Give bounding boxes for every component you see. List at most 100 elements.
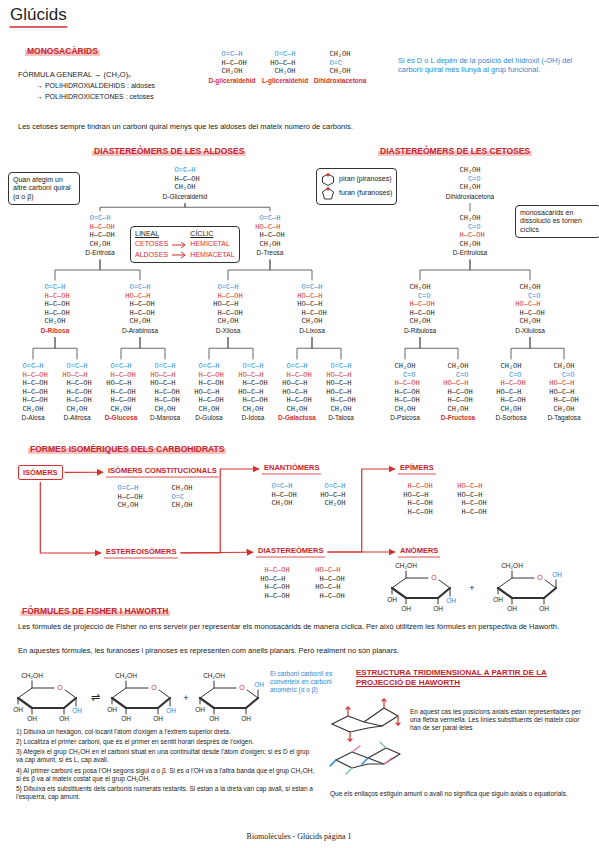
fischer-row: CH₂OH	[500, 405, 521, 414]
fischer-row: CH₂OH	[274, 67, 295, 76]
fischer-row: O=C—H	[117, 484, 138, 493]
tree-line	[511, 338, 530, 360]
fischer-row: O=C—H	[22, 362, 43, 371]
box-text: furan (furanoses)	[339, 189, 392, 197]
category-heading: ANÒMERS	[398, 546, 440, 558]
category-heading: ESTEREOISÒMERS	[104, 547, 178, 559]
connector-arrow	[180, 552, 253, 554]
fischer-row: CH₂OH	[271, 499, 292, 508]
molecule-name: D-Xilosa	[216, 327, 241, 335]
fischer-row: H—C—OH	[264, 583, 289, 592]
ring-substituent: OH	[401, 605, 411, 613]
fischer-row: CH₂OH	[221, 67, 242, 76]
substituent-bond	[438, 598, 439, 604]
molecule-name: Dihidroxiacetona	[446, 193, 494, 201]
fischer-row: H—C—OH	[110, 388, 135, 397]
ring-bond	[498, 588, 556, 598]
substituent-line	[384, 758, 392, 764]
tree-line	[297, 338, 312, 360]
fischer-row: H—C—OH	[500, 396, 525, 405]
box-text: ENANTIÒMERS	[264, 463, 319, 472]
fischer-row: CH₂OH	[286, 405, 307, 414]
plus-sign: +	[469, 583, 474, 594]
molecule-name: D-Psicosa	[390, 414, 420, 422]
ring-oxygen: O	[239, 684, 244, 692]
fischer-row: H—C—OH	[409, 309, 434, 318]
ring-bond	[65, 690, 76, 698]
fischer-row: CH₂OH	[171, 484, 192, 493]
ring-bond	[112, 688, 148, 698]
fischer-row: H—C—OH	[129, 300, 154, 309]
arrow-symbol	[171, 251, 187, 259]
molecule-name: D-Ribulosa	[404, 327, 436, 335]
tree-line	[420, 260, 470, 280]
chair-ring	[336, 760, 384, 768]
molecule-name: D-Arabinosa	[122, 327, 158, 335]
ring-substituent: OH	[507, 605, 517, 613]
ring-substituent: OH	[166, 707, 176, 715]
icon-row: piran (piranoses)	[321, 173, 392, 186]
oxygen-dot	[326, 187, 329, 190]
fischer-row: H—C—OH	[461, 508, 486, 517]
ring-bond	[200, 688, 236, 698]
fischer-row: H—C—OH	[242, 379, 267, 388]
fischer-row: H—C—OH	[44, 309, 69, 318]
ring-substituent: OH	[552, 571, 562, 579]
note-text: Que els enllaços estiguin amunt o avall …	[330, 790, 590, 798]
box-text: Quan afegim un altre carboni quiral (α o…	[13, 176, 75, 201]
molecule-name: D-Sorbosa	[495, 414, 526, 422]
fischer-row: CH₂OH	[459, 183, 480, 192]
box-text: ESTEREOISÒMERS	[106, 547, 176, 556]
fischer-row: HO—C—H	[326, 379, 351, 388]
box-text: ISÒMERS	[23, 468, 58, 477]
fischer-row: HO—C—H	[282, 388, 307, 397]
fischer-row: O=C—H	[271, 482, 292, 491]
tree-line	[100, 204, 185, 212]
substituent-bond	[544, 598, 545, 604]
fischer-row: H—C—OH	[217, 309, 242, 318]
fischer-row: O=C	[329, 59, 342, 68]
tree-line	[33, 338, 55, 360]
fischer-row: H—C—OH	[44, 300, 69, 309]
section-heading: MONOSACÀRIDS	[25, 46, 100, 56]
axial-arrow	[349, 732, 350, 741]
fischer-row: CH₂OH	[409, 283, 430, 292]
ring-substituent: OH	[387, 596, 397, 604]
tree-line	[270, 260, 312, 280]
box-text: piran (piranoses)	[339, 175, 392, 183]
note-text: El carboni carbonil es converteix en car…	[270, 670, 350, 693]
fischer-row: CH₂OH	[519, 283, 540, 292]
ring-bond	[439, 580, 450, 588]
ring-substituent: OH	[446, 597, 456, 605]
box-text: ISÒMERS CONSTITUCIONALS	[108, 466, 217, 475]
molecule-name: D-Alosa	[21, 414, 44, 422]
molecule-name: D-Gulosa	[195, 414, 222, 422]
fischer-row: CH₂OH	[66, 405, 87, 414]
box-text: ALDOSES	[135, 251, 168, 259]
fischer-row: H—C—OH	[394, 388, 419, 397]
fischer-row: CH₂OH	[89, 240, 110, 249]
fischer-row: O=C—H	[154, 362, 175, 371]
box-text: CETOSES	[135, 240, 168, 248]
fischer-row: O=C—H	[129, 283, 150, 292]
connector-arrow	[327, 469, 395, 552]
molecule-name: D-Eritrosa	[85, 249, 114, 257]
fischer-row: O=C—H	[330, 362, 351, 371]
connector-arrow	[40, 482, 101, 553]
fischer-row: CH₂OH	[500, 362, 521, 371]
molecule-name: D-Manosa	[150, 414, 180, 422]
step-text: 3) Afegeix el grup CH₂OH en el carboni s…	[16, 748, 316, 764]
section-heading: DIASTEREÒMERS DE LES CETOSES	[378, 146, 532, 156]
fischer-row: HO—C—H	[238, 388, 263, 397]
fischer-row: H—C—OH	[221, 59, 246, 68]
category-heading: ENANTIÒMERS	[262, 463, 321, 475]
fischer-row: CH₂OH	[217, 317, 238, 326]
substituent-bond	[200, 698, 201, 704]
fischer-row: CH₂OH	[329, 50, 350, 59]
axial-arrow	[348, 739, 352, 741]
fischer-row: H—C—OH	[461, 499, 486, 508]
category-heading: EPÍMERS	[398, 463, 436, 475]
fischer-row: HO—C—H	[282, 379, 307, 388]
substituent-bond	[76, 698, 77, 706]
pyran-icon	[321, 173, 335, 186]
